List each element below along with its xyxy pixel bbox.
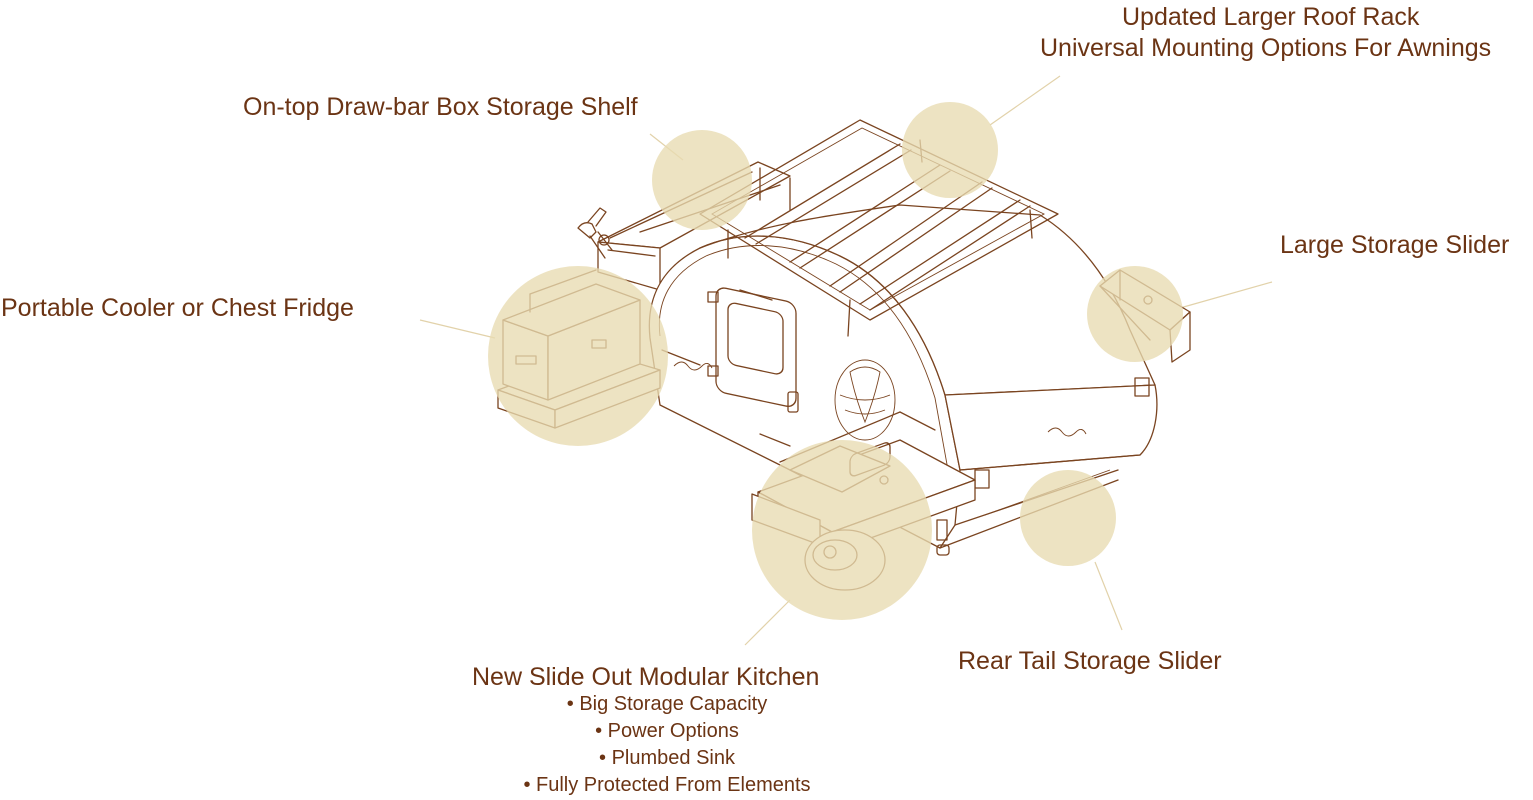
kitchen-feature: • Plumbed Sink [599,747,735,769]
large-slider-label: Large Storage Slider [1280,231,1510,259]
highlight-cooler [488,266,668,446]
kitchen-feature: • Big Storage Capacity [566,693,768,715]
kitchen-feature: • Power Options [595,720,739,742]
emblem-decal [834,359,896,441]
hitch [577,207,613,259]
kitchen-title: New Slide Out Modular Kitchen [472,663,820,691]
roof-rack-title: Updated Larger Roof Rack [1122,3,1420,31]
rear-slider-label: Rear Tail Storage Slider [958,647,1222,675]
kitchen-feature: • Fully Protected From Elements [523,774,811,796]
highlight-kitchen [752,440,932,620]
cooler-label: Portable Cooler or Chest Fridge [1,294,354,322]
drawbar-shelf-label: On-top Draw-bar Box Storage Shelf [243,93,638,121]
highlight-large-slider [1087,266,1183,362]
kitchen-feature-list: • Big Storage Capacity • Power Options •… [480,691,854,799]
highlight-circles [488,102,1183,620]
highlight-rear-slider [1020,470,1116,566]
roof-rack-subtitle: Universal Mounting Options For Awnings [1040,34,1492,62]
highlight-drawbar-shelf [652,130,752,230]
leader-lines [419,75,1273,646]
highlight-roof-rack [902,102,998,198]
